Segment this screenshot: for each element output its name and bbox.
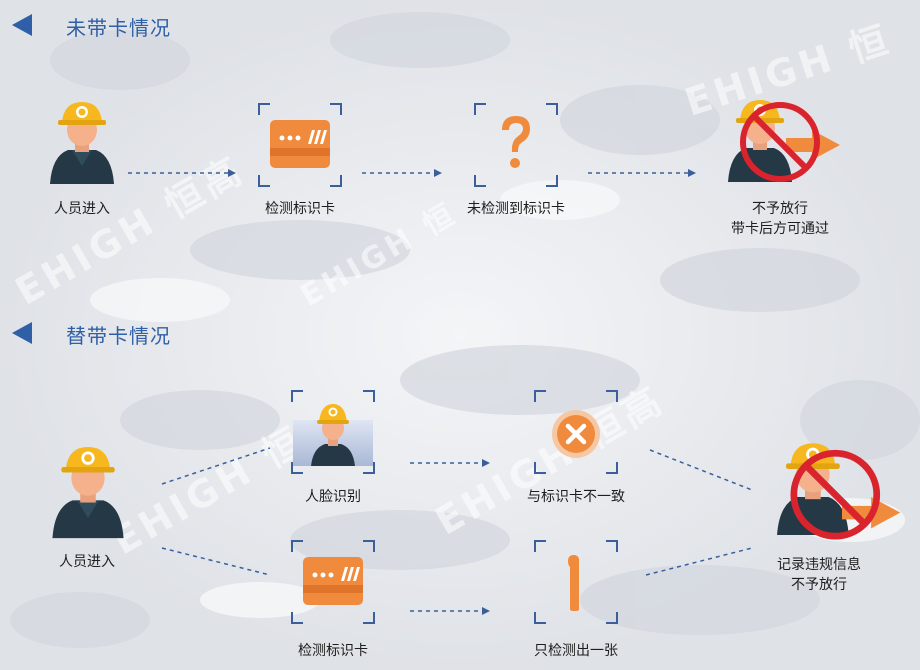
single-label: 只检测出一张 [534,643,618,659]
result-label: 不予放行 [791,577,847,593]
step-label: 检测标识卡 [265,201,335,217]
face-photo-icon [293,404,373,466]
card-frame [258,103,342,187]
mismatch-frame [534,390,618,474]
one-card-icon [568,555,579,611]
step-label: 人员进入 [54,201,110,217]
id-card-icon [270,120,330,168]
denied-worker-icon [728,100,840,182]
arrow-connector [588,169,696,177]
detect-frame [474,103,558,187]
step-label: 未检测到标识卡 [467,201,565,217]
step-label: 不予放行 [752,201,808,217]
single-card-frame [534,540,618,624]
denied-worker-icon [777,443,901,540]
question-mark-icon [502,116,530,168]
person-label: 人员进入 [59,554,115,570]
arrow-connector [362,169,442,177]
face-frame [291,390,375,474]
arrow-connector [128,169,236,177]
card-frame [291,540,375,624]
card-label: 检测标识卡 [298,643,368,659]
error-x-icon [552,410,600,458]
section2-title: 替带卡情况 [66,324,171,348]
worker-icon [50,102,114,184]
result-label: 记录违规信息 [777,557,861,573]
step-label: 带卡后方可通过 [731,221,829,237]
face-label: 人脸识别 [305,489,361,505]
section1-title: 未带卡情况 [66,16,171,40]
worker-icon [52,447,124,539]
section-marker-icon [12,322,32,344]
id-card-icon [303,557,363,605]
section-marker-icon [12,14,32,36]
mismatch-label: 与标识卡不一致 [527,489,625,505]
